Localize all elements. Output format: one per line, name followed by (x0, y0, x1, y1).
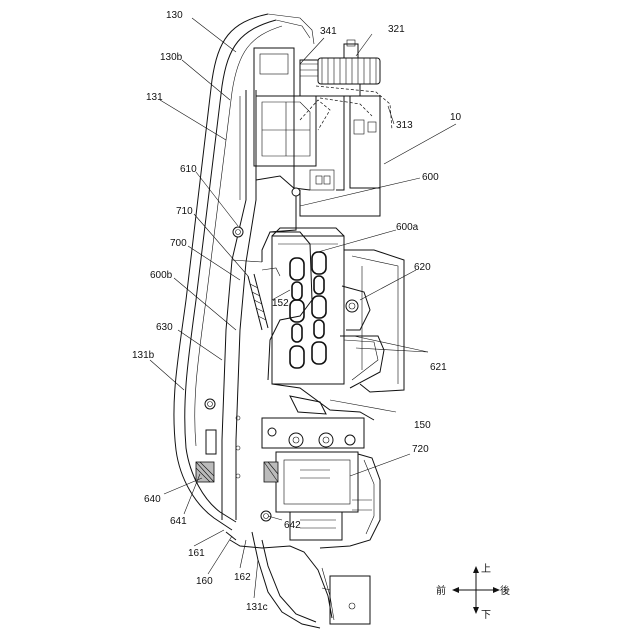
label-321: 321 (388, 24, 405, 35)
label-131: 131 (146, 92, 163, 103)
label-600a: 600a (396, 222, 419, 233)
reference-labels: 130 130b 131 610 710 700 600b 630 131b 6… (132, 10, 462, 613)
label-621: 621 (430, 362, 447, 373)
direction-back-label: 後 (500, 584, 510, 597)
label-313: 313 (396, 120, 413, 131)
label-152: 152 (272, 298, 289, 309)
chain-right (312, 252, 326, 364)
label-130: 130 (166, 10, 183, 21)
direction-front-label: 前 (436, 584, 446, 597)
direction-up-label: 上 (481, 563, 491, 575)
label-700: 700 (170, 238, 187, 249)
label-162: 162 (234, 572, 251, 583)
label-130b: 130b (160, 52, 183, 63)
label-710: 710 (176, 206, 193, 217)
label-161: 161 (188, 548, 205, 559)
label-642: 642 (284, 520, 301, 531)
label-610: 610 (180, 164, 197, 175)
direction-indicator: 上 下 前 後 (436, 563, 510, 621)
label-150: 150 (414, 420, 431, 431)
direction-down-label: 下 (481, 610, 491, 621)
label-131c: 131c (246, 602, 268, 613)
label-341: 341 (320, 26, 337, 37)
label-641: 641 (170, 516, 187, 527)
gear-321 (318, 40, 380, 84)
label-600: 600 (422, 172, 439, 183)
label-131b: 131b (132, 350, 155, 361)
label-600b: 600b (150, 270, 173, 281)
label-630: 630 (156, 322, 173, 333)
label-720: 720 (412, 444, 429, 455)
label-160: 160 (196, 576, 213, 587)
label-10: 10 (450, 112, 462, 123)
inner-frame (205, 90, 312, 520)
label-620: 620 (414, 262, 431, 273)
label-640: 640 (144, 494, 161, 505)
